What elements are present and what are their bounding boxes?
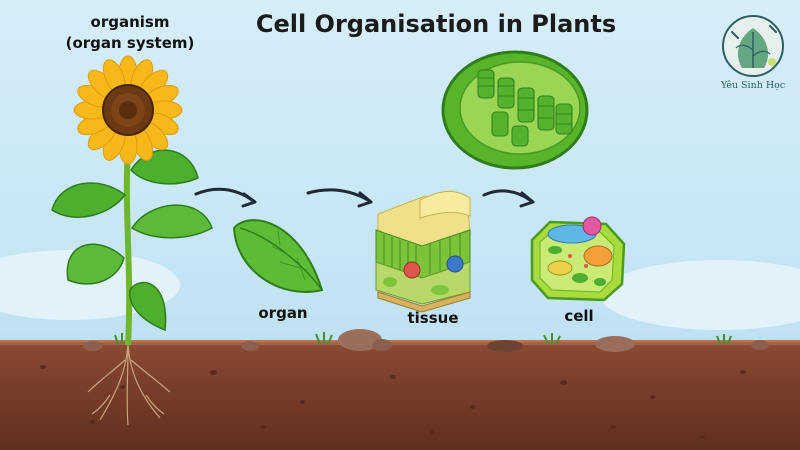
- cell-label: cell: [549, 307, 609, 325]
- diagram-title: Cell Organisation in Plants: [246, 10, 626, 38]
- organism-label-line2: (organ system): [50, 33, 210, 54]
- chloroplast-enlarged: [443, 52, 587, 168]
- grass-tufts: [115, 332, 731, 344]
- plant-cell: [532, 217, 624, 300]
- tissue-label: tissue: [398, 309, 468, 327]
- logo-text: Yêu Sinh Học: [712, 80, 794, 91]
- roots: [88, 345, 170, 425]
- rocks: [83, 329, 769, 352]
- organ-label: organ: [248, 304, 318, 322]
- arrows: [196, 189, 533, 206]
- organism-label: organism (organ system): [50, 12, 210, 54]
- leaf-organ: [234, 220, 322, 292]
- organism-label-line1: organism: [50, 12, 210, 33]
- sunflower-organism: [52, 56, 212, 425]
- tissue-block: [376, 191, 470, 312]
